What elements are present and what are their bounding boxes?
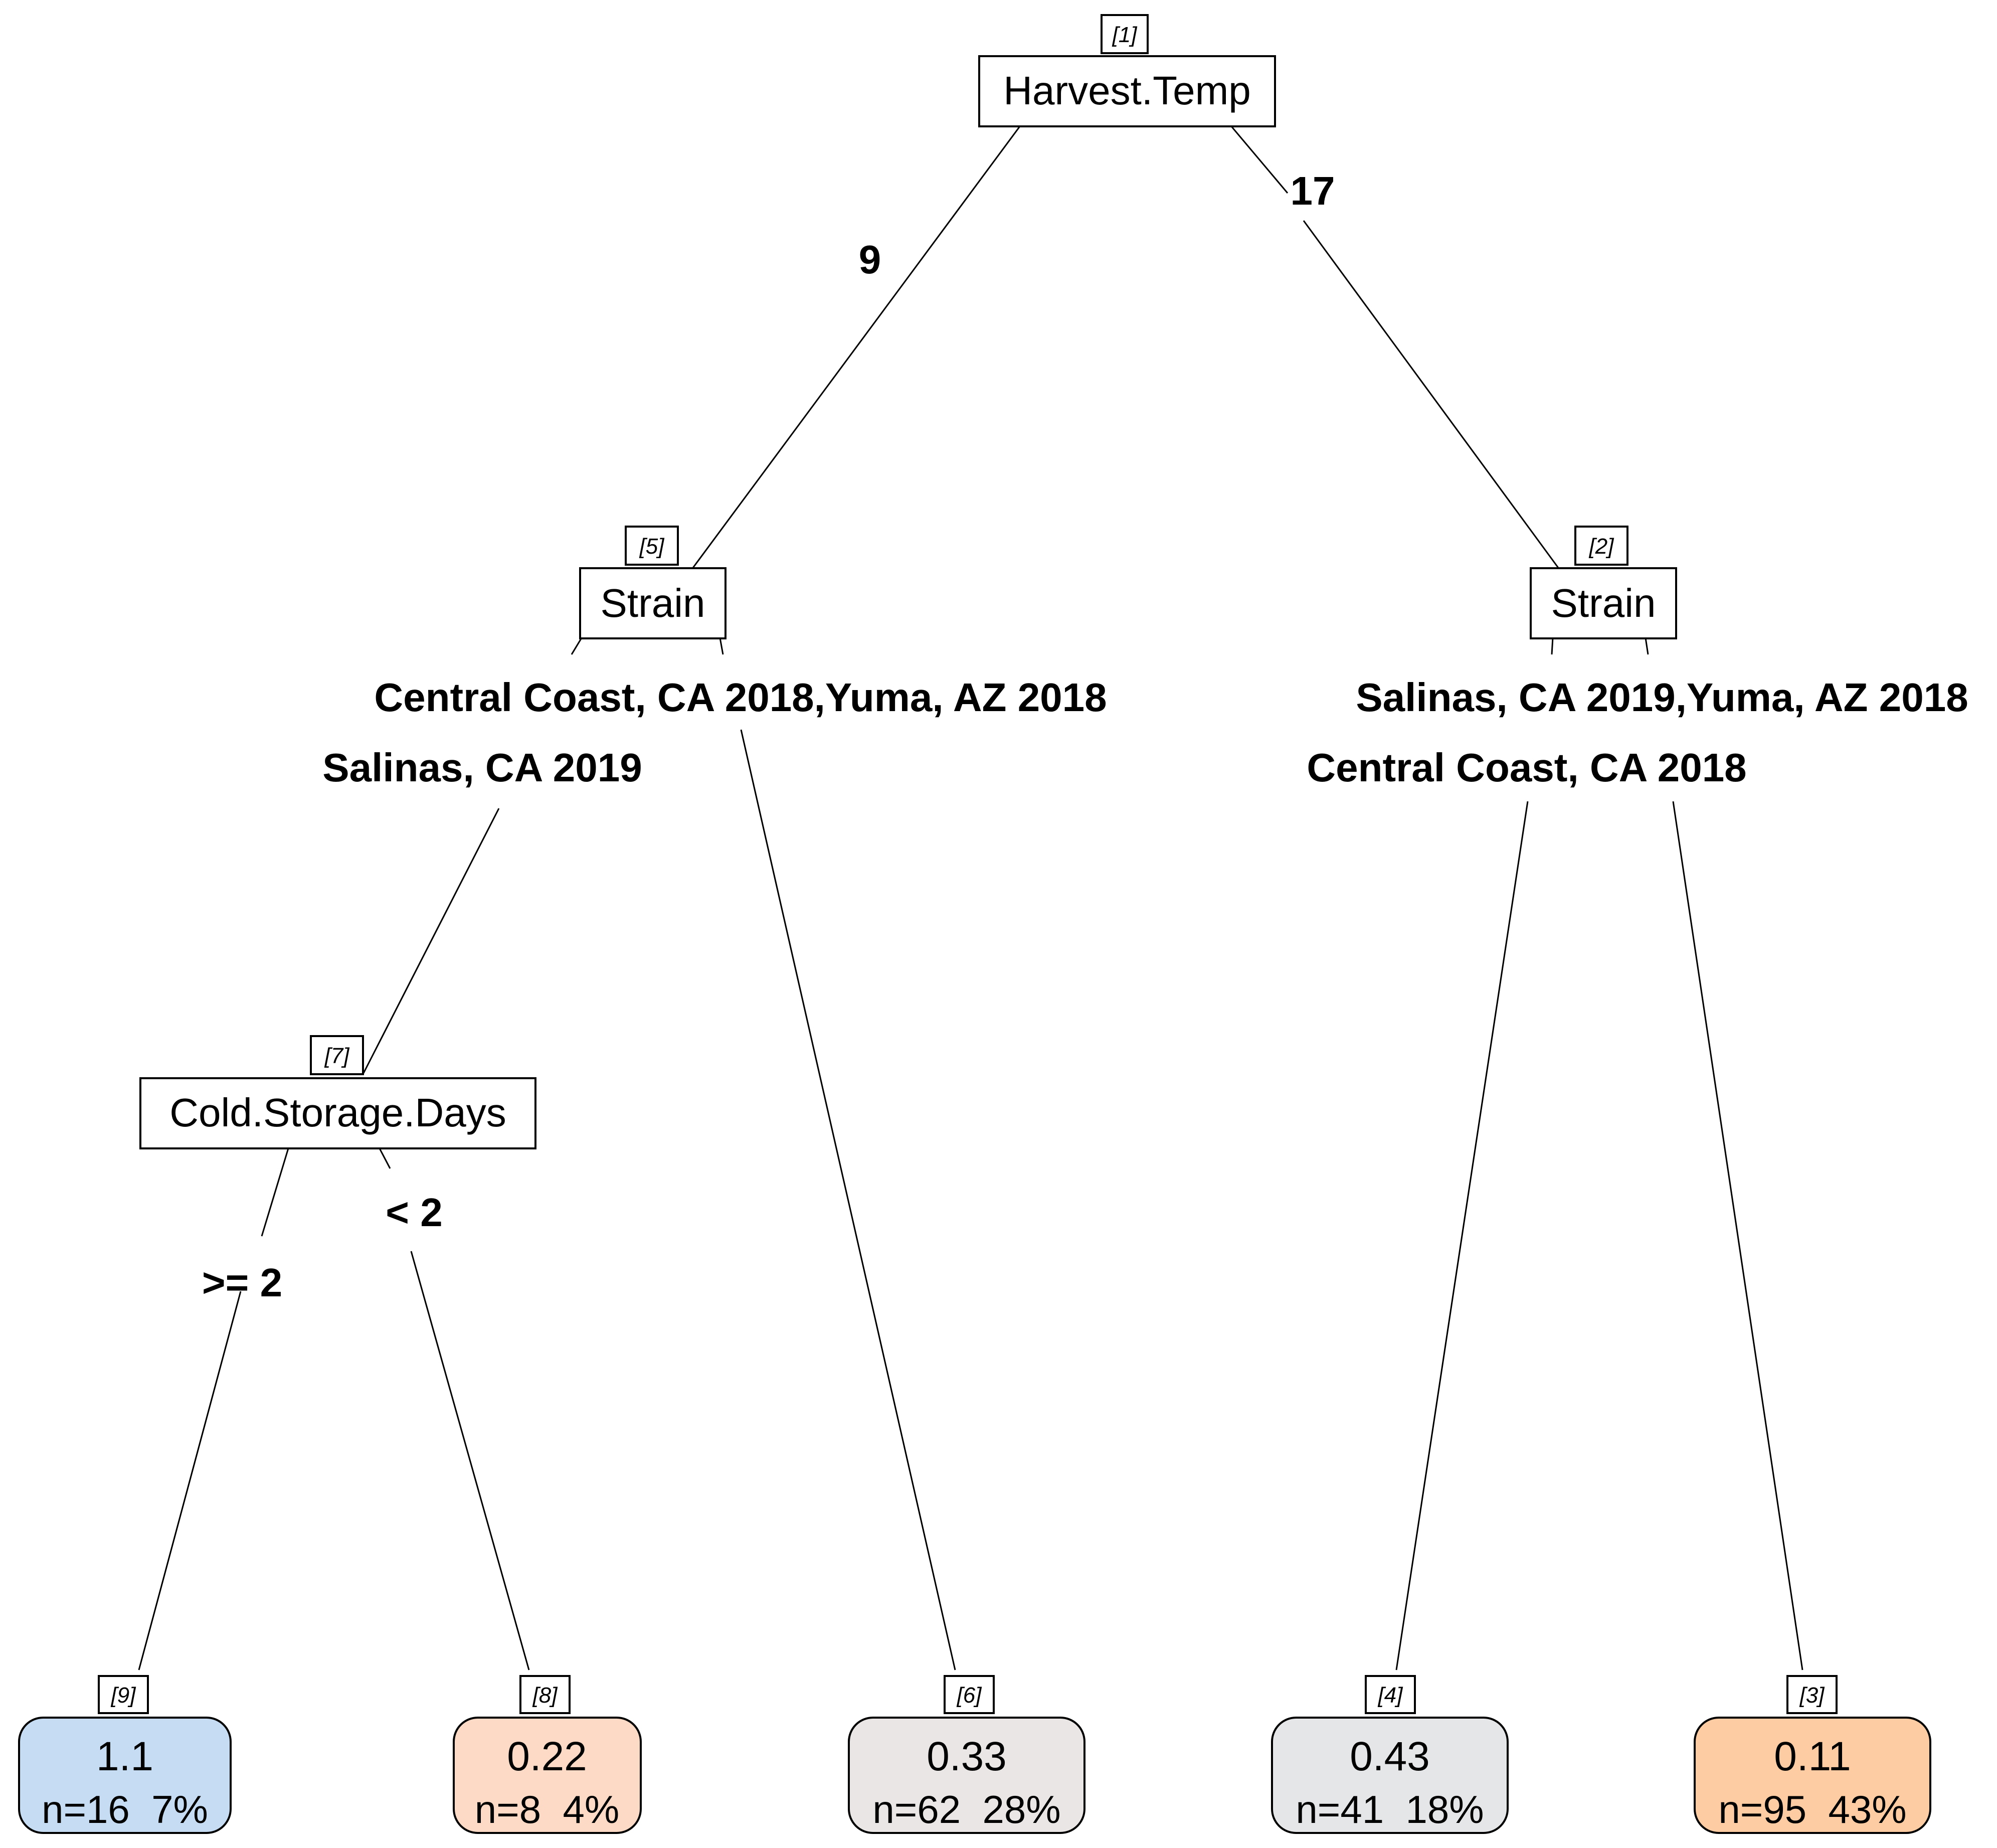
node-id-box bbox=[519, 1675, 571, 1714]
leaf-box bbox=[18, 1717, 232, 1834]
node-id-box bbox=[1101, 14, 1149, 54]
edge-label-n5-right: Central Coast, CA 2018,Yuma, AZ 2018 bbox=[374, 675, 1107, 720]
node-id: [2] bbox=[1589, 534, 1615, 559]
edge-root-to-n2-lower bbox=[1303, 220, 1560, 570]
leaf-count: n=8 4% bbox=[475, 1787, 619, 1831]
edge-n7-to-leaf-9 bbox=[138, 1291, 242, 1670]
edge-label-n5-left: Salinas, CA 2019 bbox=[322, 745, 642, 790]
edge-n7-to-leaf-8 bbox=[410, 1251, 530, 1670]
leaf-node-9: [9] 1.1 n=16 7% bbox=[18, 1675, 232, 1834]
node-id: [9] bbox=[111, 1683, 137, 1708]
node-id-box bbox=[1574, 526, 1628, 566]
leaf-node-3: [3] 0.11 n=95 43% bbox=[1694, 1675, 1931, 1834]
edge-n5-to-n7 bbox=[362, 808, 500, 1074]
split-node-1: [1] Harvest.Temp bbox=[978, 14, 1276, 127]
node-label: Strain bbox=[1551, 581, 1656, 625]
leaf-count: n=41 18% bbox=[1296, 1787, 1484, 1831]
edge-n2-right-stub bbox=[1645, 637, 1649, 655]
node-id: [4] bbox=[1378, 1683, 1404, 1708]
edge-n2-to-leaf-4 bbox=[1395, 801, 1529, 1670]
edge-n7-to-leaf-9-upper bbox=[261, 1148, 289, 1237]
leaf-node-6: [6] 0.33 n=62 28% bbox=[848, 1675, 1085, 1834]
node-id-box bbox=[310, 1035, 364, 1075]
edge-n2-to-leaf-3 bbox=[1672, 801, 1803, 1670]
edge-n7-right-stub bbox=[379, 1148, 391, 1169]
leaf-value: 0.11 bbox=[1774, 1734, 1851, 1779]
edge-label-n7-left: >= 2 bbox=[202, 1260, 282, 1305]
leaf-count: n=16 7% bbox=[42, 1787, 208, 1831]
edge-label-root-left: 9 bbox=[859, 237, 881, 282]
edge-label-n2-right: Salinas, CA 2019,Yuma, AZ 2018 bbox=[1356, 675, 1968, 720]
leaf-count: n=62 28% bbox=[872, 1787, 1060, 1831]
leaf-node-8: [8] 0.22 n=8 4% bbox=[453, 1675, 642, 1834]
node-id-box bbox=[98, 1675, 149, 1714]
node-id-box bbox=[1786, 1675, 1838, 1714]
node-box bbox=[1530, 567, 1677, 639]
node-id: [3] bbox=[1799, 1683, 1826, 1708]
edge-root-to-n2 bbox=[1230, 126, 1289, 194]
edge-n2-left-stub bbox=[1551, 637, 1554, 655]
node-label: Strain bbox=[601, 581, 705, 625]
node-label: Cold.Storage.Days bbox=[169, 1090, 506, 1135]
node-id: [1] bbox=[1112, 23, 1138, 47]
edge-n5-to-leaf-6 bbox=[740, 729, 956, 1670]
split-node-7: [7] Cold.Storage.Days bbox=[139, 1035, 536, 1149]
edge-root-to-n5 bbox=[691, 126, 1021, 570]
leaf-box bbox=[453, 1717, 642, 1834]
leaf-value: 0.43 bbox=[1350, 1734, 1430, 1779]
leaf-count: n=95 43% bbox=[1718, 1787, 1906, 1831]
split-node-2: [2] Strain bbox=[1530, 526, 1677, 639]
node-id-box bbox=[944, 1675, 995, 1714]
node-id-box bbox=[625, 526, 679, 566]
leaf-box bbox=[1694, 1717, 1931, 1834]
edge-n5-left-stub bbox=[571, 637, 583, 655]
edge-label-root-right: 17 bbox=[1291, 169, 1335, 213]
split-node-5: [5] Strain bbox=[579, 526, 727, 639]
leaf-node-4: [4] 0.43 n=41 18% bbox=[1271, 1675, 1509, 1834]
node-id: [5] bbox=[639, 534, 665, 559]
tree-edges bbox=[138, 126, 1803, 1670]
node-id: [6] bbox=[957, 1683, 983, 1708]
node-id: [7] bbox=[324, 1044, 350, 1068]
leaf-box bbox=[848, 1717, 1085, 1834]
edge-label-n7-right: < 2 bbox=[386, 1190, 442, 1235]
node-id: [8] bbox=[532, 1683, 559, 1708]
node-id-box bbox=[1365, 1675, 1416, 1714]
leaf-box bbox=[1271, 1717, 1509, 1834]
node-box bbox=[139, 1077, 536, 1149]
leaf-value: 0.22 bbox=[507, 1734, 587, 1779]
node-label: Harvest.Temp bbox=[1003, 68, 1250, 113]
leaf-value: 1.1 bbox=[96, 1734, 153, 1779]
leaf-value: 0.33 bbox=[927, 1734, 1007, 1779]
node-box bbox=[579, 567, 727, 639]
edge-label-n2-left: Central Coast, CA 2018 bbox=[1307, 745, 1746, 790]
edge-labels: 9 17 Central Coast, CA 2018,Yuma, AZ 201… bbox=[202, 169, 1968, 1305]
edge-n5-right-stub bbox=[719, 637, 724, 655]
node-box bbox=[978, 55, 1276, 127]
